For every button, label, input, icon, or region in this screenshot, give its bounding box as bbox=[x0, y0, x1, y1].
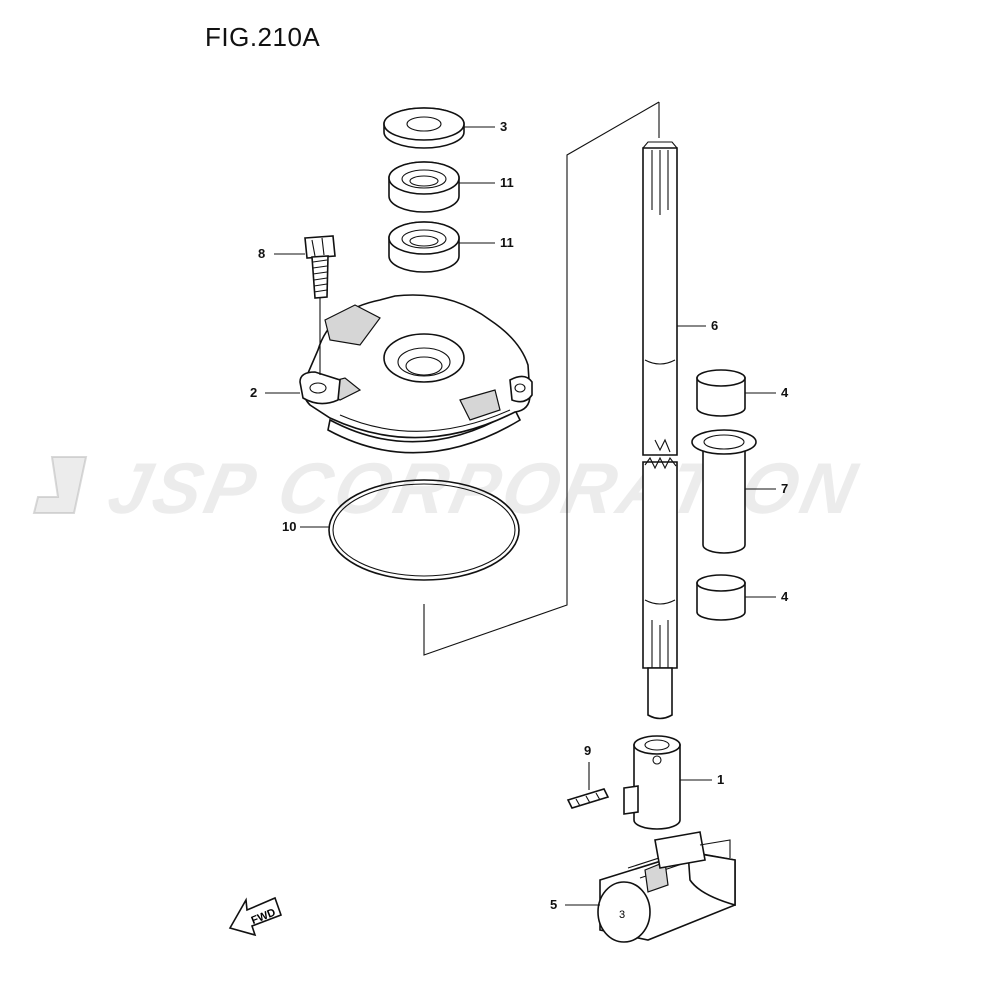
part-4-bushing-upper bbox=[696, 369, 746, 417]
part-8-bolt bbox=[304, 235, 336, 299]
part-1-coupler bbox=[623, 735, 681, 830]
callout-11-upper: 11 bbox=[500, 175, 514, 190]
assembly-bracket bbox=[423, 101, 660, 656]
callout-2: 2 bbox=[250, 385, 258, 400]
part-4-bushing-lower bbox=[696, 574, 746, 621]
callout-1: 1 bbox=[717, 772, 725, 787]
part-3-washer bbox=[383, 107, 465, 149]
callout-4-upper: 4 bbox=[781, 385, 789, 400]
callout-3: 3 bbox=[500, 119, 508, 134]
part-5-block: 3 bbox=[597, 831, 736, 943]
part-6-shaft bbox=[642, 141, 678, 720]
svg-text:3: 3 bbox=[619, 909, 625, 921]
callout-8: 8 bbox=[258, 246, 266, 261]
leader-lines bbox=[265, 126, 776, 906]
callout-10: 10 bbox=[282, 519, 297, 534]
fwd-arrow-icon: FWD bbox=[228, 896, 283, 937]
callout-7: 7 bbox=[781, 481, 789, 496]
callout-9: 9 bbox=[584, 743, 592, 758]
callout-6: 6 bbox=[711, 318, 719, 333]
part-7-sleeve bbox=[691, 429, 757, 554]
part-11-oil-seal-lower bbox=[388, 221, 460, 273]
callout-5: 5 bbox=[550, 897, 558, 912]
part-11-oil-seal-upper bbox=[388, 161, 460, 213]
figure-title: FIG.210A bbox=[205, 22, 321, 52]
part-10-o-ring bbox=[328, 479, 520, 581]
callout-4-lower: 4 bbox=[781, 589, 789, 604]
callout-11-lower: 11 bbox=[500, 235, 514, 250]
part-9-pin bbox=[566, 788, 610, 809]
part-2-housing bbox=[299, 294, 533, 454]
